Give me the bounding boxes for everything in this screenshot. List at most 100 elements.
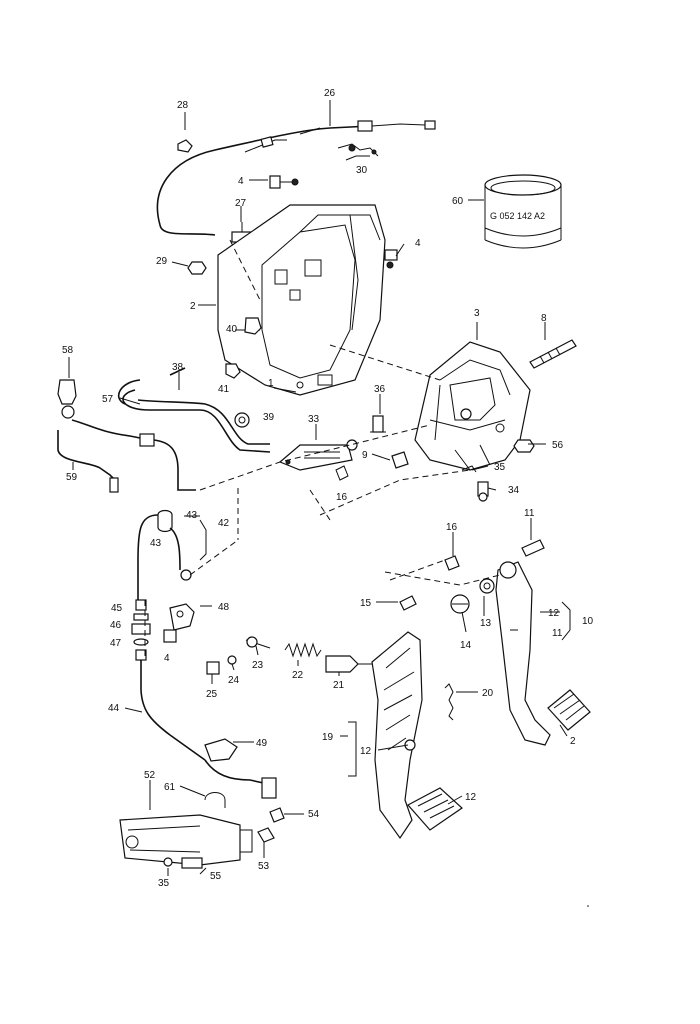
callout-4: 4 — [238, 176, 244, 187]
bolt-36 — [370, 415, 386, 433]
bolt-4-lower — [163, 629, 177, 643]
clip-16-upper — [335, 465, 349, 481]
callout-29: 29 — [156, 256, 168, 267]
spring-22 — [284, 642, 322, 658]
callout-4: 4 — [164, 653, 170, 664]
callout-12: 12 — [465, 792, 477, 803]
cap-54 — [269, 807, 285, 823]
callout-58: 58 — [62, 345, 74, 356]
callout-16: 16 — [446, 522, 458, 533]
callout-57: 57 — [102, 394, 114, 405]
callout-8: 8 — [541, 313, 547, 324]
pin-11 — [521, 539, 545, 557]
callout-25: 25 — [206, 689, 218, 700]
bushing-14 — [450, 594, 470, 614]
hose-57 — [71, 419, 196, 491]
fittings-45-47 — [131, 599, 151, 661]
callout-numbers: 28 26 30 4 27 60 4 29 2 40 3 8 58 38 41 … — [62, 88, 594, 889]
line-59 — [57, 430, 119, 493]
callout-48: 48 — [218, 602, 230, 613]
callout-46: 46 — [110, 620, 122, 631]
cable-clip — [177, 139, 193, 153]
callout-55: 55 — [210, 871, 222, 882]
callout-35: 35 — [494, 462, 506, 473]
callout-35: 35 — [158, 878, 170, 889]
part-code: G 052 142 A2 — [490, 211, 545, 221]
callout-4: 4 — [415, 238, 421, 249]
bracket-48 — [169, 603, 195, 631]
pin-23 — [245, 636, 271, 649]
callout-27: 27 — [235, 198, 247, 209]
callout-28: 28 — [177, 100, 189, 111]
callout-61: 61 — [164, 782, 176, 793]
callout-47: 47 — [110, 638, 122, 649]
callout-49: 49 — [256, 738, 268, 749]
bleeder-53 — [257, 827, 275, 843]
nut-56 — [513, 439, 535, 453]
spring-20 — [444, 683, 454, 721]
nut-41 — [225, 363, 241, 379]
pedal-pad-12-right — [547, 689, 591, 731]
callout-24: 24 — [228, 675, 240, 686]
clip-16-lower — [444, 555, 460, 571]
callout-39: 39 — [263, 412, 275, 423]
callout-43: 43 — [186, 510, 198, 521]
clip-35-upper — [461, 465, 477, 473]
callout-43: 43 — [150, 538, 162, 549]
callout-44: 44 — [108, 703, 120, 714]
brake-pedal-11 — [495, 561, 551, 746]
callout-2: 2 — [190, 301, 196, 312]
reservoir-fitting-58 — [57, 379, 77, 419]
callout-23: 23 — [252, 660, 264, 671]
callout-45: 45 — [111, 603, 123, 614]
callout-42: 42 — [218, 518, 230, 529]
bolt-34 — [477, 481, 489, 502]
pedal-pad-12-lower — [407, 787, 463, 831]
callout-59: 59 — [66, 472, 78, 483]
sleeve-15 — [399, 595, 417, 611]
callout-41: 41 — [218, 384, 230, 395]
hose-38 — [117, 367, 271, 453]
speck — [587, 905, 589, 907]
line-43 — [137, 509, 192, 600]
nut-29 — [187, 261, 207, 275]
bush-25 — [206, 661, 220, 675]
callout-26: 26 — [324, 88, 336, 99]
cable-fitting — [337, 143, 379, 161]
bolt-4-right — [384, 249, 398, 269]
callout-56: 56 — [552, 440, 564, 451]
callout-33: 33 — [308, 414, 320, 425]
callout-22: 22 — [292, 670, 304, 681]
callout-12: 12 — [360, 746, 372, 757]
callout-60: 60 — [452, 196, 464, 207]
callout-1: 1 — [268, 378, 274, 389]
master-cylinder-33 — [278, 439, 358, 471]
callout-36: 36 — [374, 384, 386, 395]
clutch-cable — [156, 120, 436, 236]
callout-14: 14 — [460, 640, 472, 651]
bolt-4-top — [269, 175, 299, 189]
assembly-lines — [144, 239, 501, 660]
pivot-pin-8 — [529, 339, 577, 369]
callout-40: 40 — [226, 324, 238, 335]
clip-24 — [227, 655, 237, 665]
part-code-label: G 052 142 A2 — [490, 211, 545, 221]
slave-cylinder-52 — [119, 814, 253, 866]
bracket-49 — [204, 738, 238, 762]
callout-34: 34 — [508, 485, 520, 496]
callout-3: 3 — [474, 308, 480, 319]
callout-2: 2 — [570, 736, 576, 747]
callout-21: 21 — [333, 680, 345, 691]
bushing-13 — [479, 578, 495, 594]
clutch-pedal-19 — [371, 631, 423, 840]
pedal-bracket — [217, 204, 386, 396]
clip-61 — [204, 792, 226, 808]
callout-54: 54 — [308, 809, 320, 820]
callout-10: 10 — [582, 616, 594, 627]
callout-19: 19 — [322, 732, 334, 743]
callout-38: 38 — [172, 362, 184, 373]
bolt-55 — [181, 857, 203, 869]
line-44 — [140, 660, 277, 799]
